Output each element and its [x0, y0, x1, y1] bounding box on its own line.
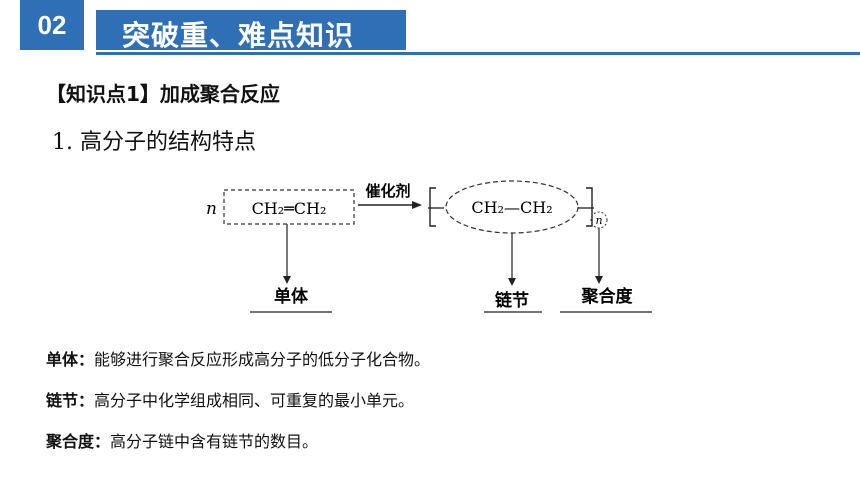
- polymerization-diagram: n CH₂═CH₂ 催化剂 CH₂—CH₂ n 单体 链节 聚合度: [206, 180, 652, 313]
- definition-monomer: 单体：能够进行聚合反应形成高分子的低分子化合物。: [46, 346, 430, 370]
- definition-text: 高分子链中含有链节的数目。: [110, 432, 319, 451]
- knowledge-point-heading: 【知识点1】加成聚合反应: [46, 82, 280, 106]
- section-number-badge: 02: [20, 0, 84, 50]
- monomer-label: 单体: [274, 286, 309, 307]
- page-title: 突破重、难点知识: [122, 19, 355, 52]
- section-number: 02: [37, 9, 67, 40]
- title-underline: [96, 52, 860, 55]
- definition-text: 能够进行聚合反应形成高分子的低分子化合物。: [94, 350, 431, 369]
- monomer-pointer-head: [283, 276, 291, 284]
- monomer-formula: CH₂═CH₂: [252, 199, 327, 218]
- definition-degree: 聚合度：高分子链中含有链节的数目。: [46, 428, 318, 452]
- left-bracket: [429, 187, 436, 227]
- link-pointer-head: [508, 278, 516, 286]
- definition-text: 高分子中化学组成相同、可重复的最小单元。: [94, 391, 415, 410]
- definition-term: 链节：: [46, 391, 95, 410]
- definition-term: 单体：: [46, 350, 95, 369]
- link-label: 链节: [495, 290, 529, 311]
- degree-label: 聚合度: [581, 286, 634, 307]
- reaction-arrow-head: [412, 201, 422, 209]
- chain-unit-formula: CH₂—CH₂: [471, 198, 552, 217]
- catalyst-label: 催化剂: [365, 182, 410, 200]
- definition-link: 链节：高分子中化学组成相同、可重复的最小单元。: [46, 387, 414, 411]
- definition-term: 聚合度：: [46, 432, 111, 451]
- monomer-box: [223, 189, 355, 225]
- title-bar: 突破重、难点知识: [96, 10, 406, 52]
- right-bracket: [586, 187, 593, 227]
- subheading: 1. 高分子的结构特点: [52, 130, 256, 155]
- degree-pointer-head: [595, 276, 603, 284]
- coefficient-n: n: [206, 199, 217, 219]
- degree-symbol: n: [595, 214, 602, 227]
